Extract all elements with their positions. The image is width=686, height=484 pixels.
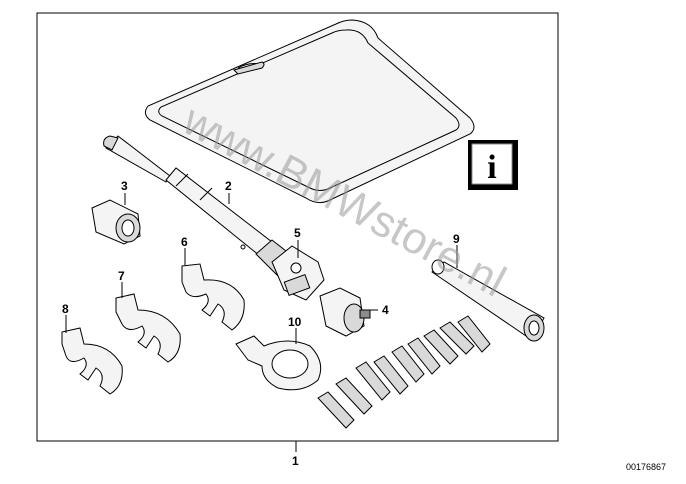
callout-7: 7 [118, 269, 125, 283]
callout-4: 4 [382, 303, 389, 317]
bit-set [317, 315, 491, 429]
callout-8: 8 [62, 302, 69, 316]
open-end-insert-6 [181, 263, 245, 331]
callout-5: 5 [294, 226, 301, 240]
leader-lines [65, 193, 458, 452]
info-icon: i [468, 140, 518, 190]
callout-1: 1 [292, 454, 299, 468]
tool-tray [144, 19, 475, 204]
ring-insert-10 [235, 335, 322, 391]
bit-holder-9 [431, 259, 545, 342]
callout-6: 6 [181, 235, 188, 249]
adapter-4 [319, 287, 371, 337]
ratchet-head [271, 245, 325, 301]
part-number: 00176867 [626, 462, 666, 472]
callout-10: 10 [288, 315, 302, 329]
open-end-insert-8 [61, 327, 123, 395]
socket-3 [91, 199, 141, 245]
open-end-insert-7 [115, 293, 181, 363]
callout-9: 9 [453, 232, 460, 246]
info-icon-glyph: i [487, 149, 496, 186]
diagram-frame [36, 12, 559, 442]
callout-2: 2 [225, 179, 232, 193]
callout-3: 3 [121, 179, 128, 193]
